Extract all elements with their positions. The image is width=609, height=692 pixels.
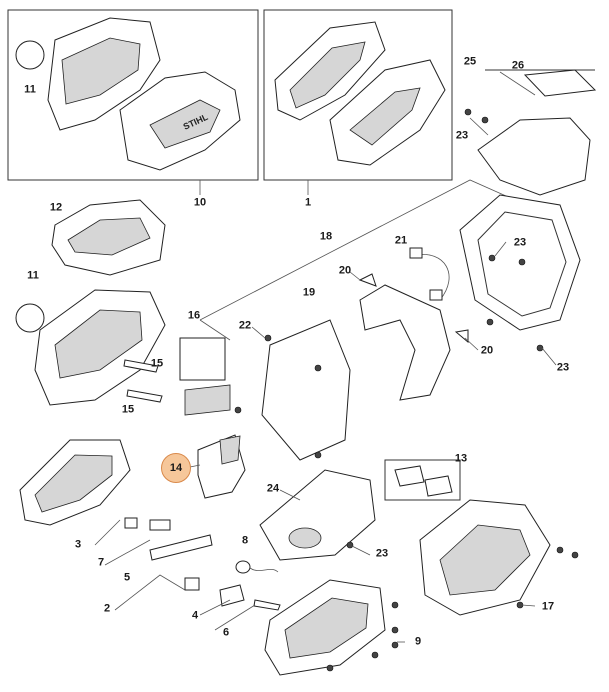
label-plate-26 — [523, 69, 597, 97]
callout-23: 23 — [375, 547, 389, 560]
callout-26: 26 — [511, 59, 525, 72]
callout-9: 9 — [414, 635, 422, 648]
callout-18: 18 — [319, 230, 333, 243]
callout-2: 2 — [103, 602, 111, 615]
callout-10: 10 — [193, 196, 207, 209]
callout-12: 12 — [49, 201, 63, 214]
housing-shell-10: STIHL — [15, 17, 241, 171]
callout-15: 15 — [150, 357, 164, 370]
callout-15: 15 — [121, 403, 135, 416]
pin-6 — [253, 599, 281, 611]
strip-15b — [126, 389, 163, 403]
callout-13: 13 — [454, 452, 468, 465]
assembly-box-1 — [263, 9, 453, 181]
callout-22: 22 — [238, 319, 252, 332]
switch-16 — [179, 337, 226, 381]
callout-4: 4 — [191, 609, 199, 622]
callout-14-highlighted[interactable]: 14 — [161, 453, 191, 483]
callout-8: 8 — [241, 534, 249, 547]
cover-plate-11b — [15, 303, 45, 333]
trigger-5 — [149, 534, 213, 561]
callout-1: 1 — [304, 196, 312, 209]
callout-5: 5 — [123, 571, 131, 584]
callout-16: 16 — [187, 309, 201, 322]
clip-20b — [454, 329, 469, 344]
pad-13a — [394, 465, 425, 487]
spring-7 — [149, 519, 171, 531]
callout-3: 3 — [74, 538, 82, 551]
callout-20: 20 — [480, 344, 494, 357]
callout-21: 21 — [394, 234, 408, 247]
callout-23: 23 — [513, 236, 527, 249]
callout-24: 24 — [266, 482, 280, 495]
handle-housing-1 — [274, 21, 446, 166]
pad-13b — [424, 475, 453, 497]
bail-handle-19 — [261, 319, 351, 461]
cable-21 — [414, 253, 450, 301]
callout-17: 17 — [541, 600, 555, 613]
callout-20: 20 — [338, 264, 352, 277]
cover-plate-11 — [15, 40, 45, 70]
switch-8 — [235, 560, 251, 574]
callout-25: 25 — [463, 55, 477, 68]
callout-23: 23 — [455, 129, 469, 142]
assembly-box-10 — [7, 9, 259, 181]
strip-15a — [123, 359, 159, 373]
spring-4 — [184, 577, 200, 591]
callout-6: 6 — [222, 626, 230, 639]
callout-23: 23 — [556, 361, 570, 374]
callout-19: 19 — [302, 286, 316, 299]
cover-23 — [477, 117, 591, 196]
spring-3 — [124, 517, 138, 529]
callout-11: 11 — [27, 269, 39, 282]
lock-lever-4 — [219, 584, 245, 607]
callout-11: 11 — [24, 83, 36, 96]
clip-20a — [358, 273, 377, 287]
callout-7: 7 — [97, 556, 105, 569]
